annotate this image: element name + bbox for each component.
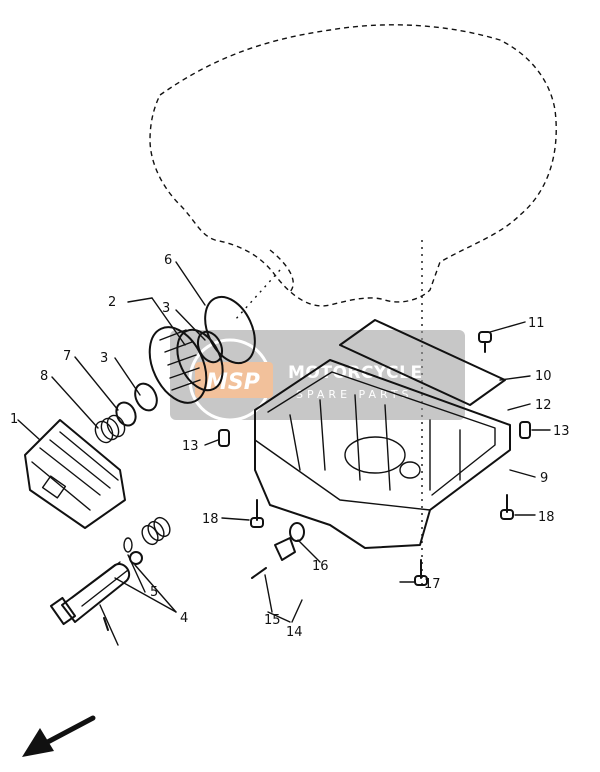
spacer-part [115, 401, 137, 427]
callout-2: 2 [108, 295, 116, 310]
callout-12: 12 [535, 398, 552, 413]
callout-15: 15 [264, 613, 281, 628]
callout-16: 16 [312, 559, 329, 574]
callout-13-right: 13 [553, 424, 570, 439]
dowel-pin-part-left [218, 429, 230, 447]
watermark-logo-text: MSP [206, 370, 260, 395]
drain-bolt-part [274, 537, 296, 561]
callout-18-left: 18 [202, 512, 219, 527]
watermark-subtitle: SPARE PARTS [296, 388, 413, 401]
callout-3-lower: 3 [100, 351, 108, 366]
callout-6: 6 [164, 253, 172, 268]
callout-labels: 1 2 3 3 4 5 6 7 8 9 10 11 12 13 13 14 15… [10, 253, 570, 640]
callout-18-right: 18 [538, 510, 555, 525]
callout-13-left: 13 [182, 439, 199, 454]
crankcase-outline [149, 24, 557, 585]
callout-1: 1 [10, 412, 18, 427]
washer-part-lower [134, 382, 158, 412]
oil-pan-part [254, 359, 511, 549]
front-arrow-icon [22, 715, 96, 757]
spring-part-upper [94, 414, 126, 444]
gasket-part-16 [289, 522, 305, 542]
bolt-part-17 [414, 559, 428, 586]
callout-3-upper: 3 [162, 301, 170, 316]
bolt-part-18-left [250, 499, 264, 528]
plug-part-15 [251, 567, 267, 579]
relief-valve-assembly [49, 516, 171, 631]
bolt-part-11 [478, 331, 492, 353]
dowel-pin-part-right [519, 421, 531, 439]
callout-7: 7 [63, 349, 71, 364]
callout-14: 14 [286, 625, 303, 640]
filter-cover-part [24, 419, 126, 529]
callout-9: 9 [540, 471, 548, 486]
shim-part [123, 537, 133, 553]
spring-part-lower [141, 516, 171, 546]
callout-5: 5 [150, 585, 158, 600]
washer-part-upper [196, 330, 224, 364]
callout-4: 4 [180, 611, 188, 626]
bolt-part-18-right [500, 494, 514, 520]
callout-17: 17 [424, 577, 441, 592]
callout-11: 11 [528, 316, 545, 331]
leader-lines [17, 261, 551, 646]
callout-8: 8 [40, 369, 48, 384]
callout-10: 10 [535, 369, 552, 384]
